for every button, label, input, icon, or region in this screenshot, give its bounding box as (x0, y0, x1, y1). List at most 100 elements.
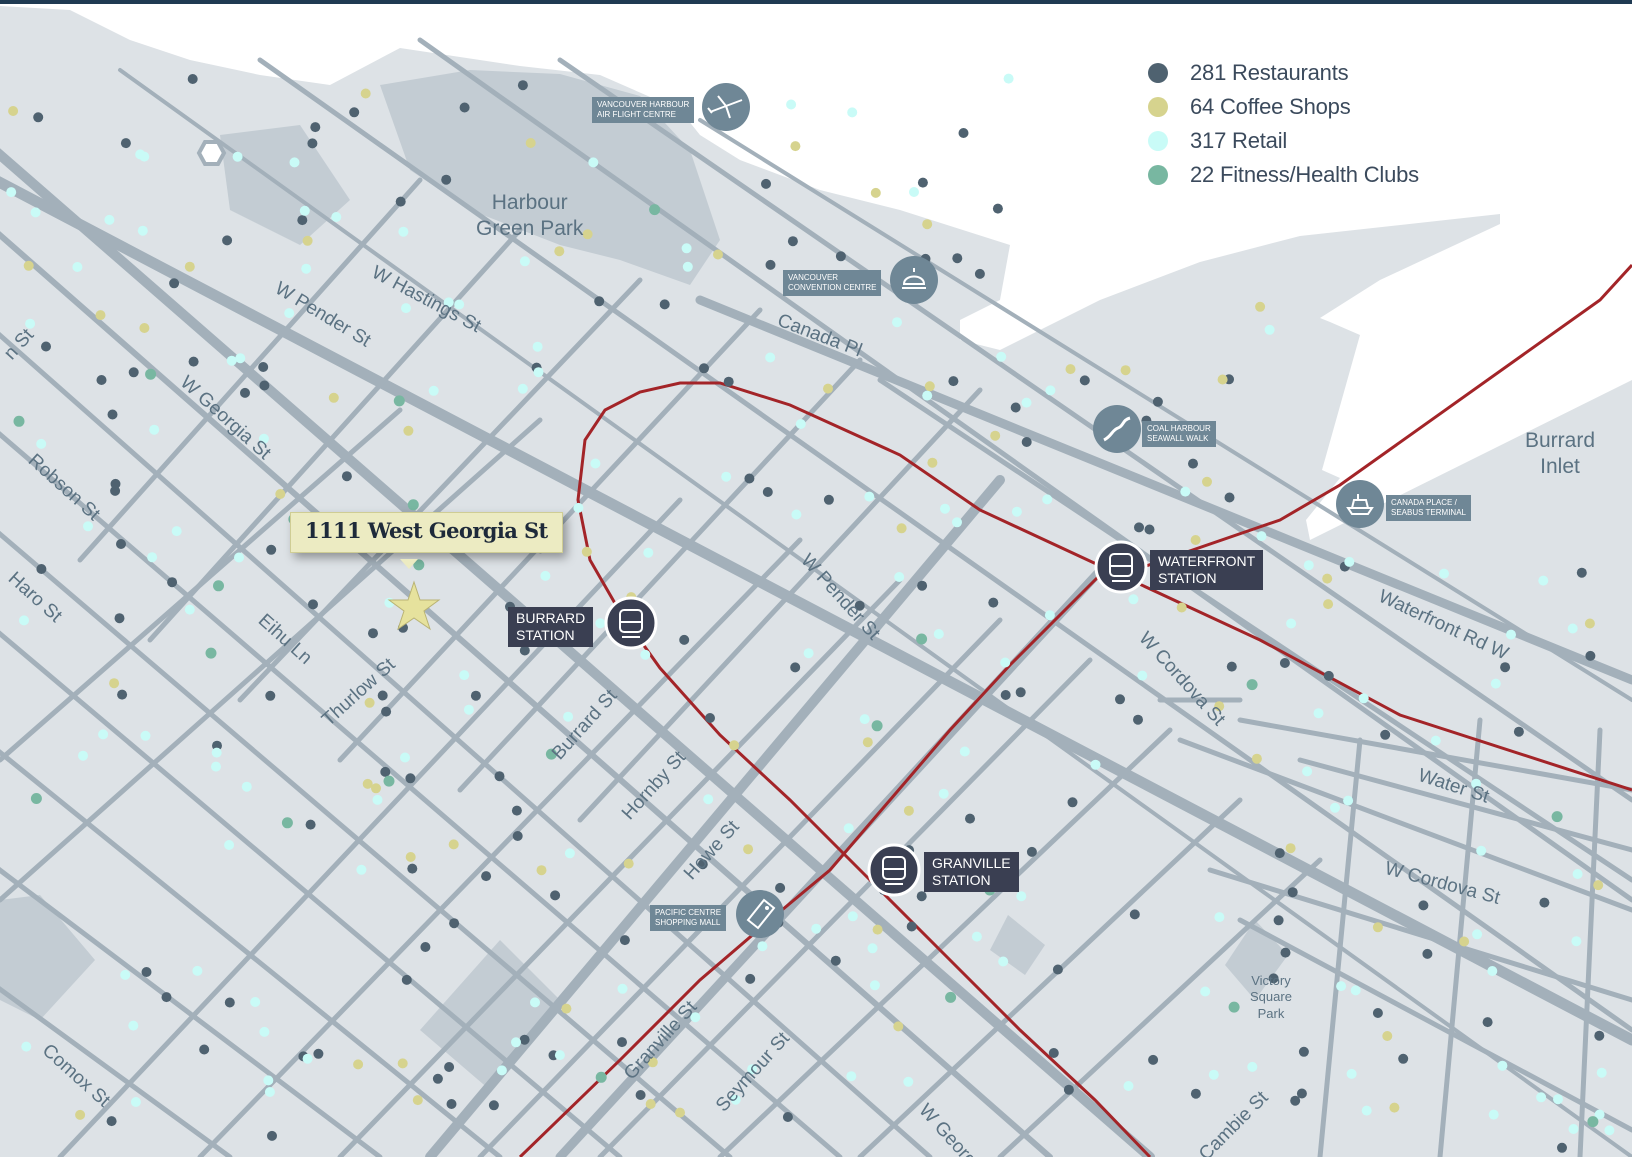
fitness-dot (407, 499, 419, 511)
restaurant-dot (1323, 670, 1334, 681)
street-segment (577, 387, 983, 823)
street-segment (0, 431, 843, 1157)
restaurant-dot (33, 112, 44, 123)
street-segment (0, 530, 733, 1157)
retail-dot (78, 750, 88, 761)
retail-dot (617, 983, 628, 994)
restaurant-dot (1010, 402, 1021, 413)
restaurant-dot (405, 773, 416, 784)
retail-dot (640, 649, 651, 660)
restaurant-dot (380, 766, 391, 777)
retail-dot (1264, 324, 1275, 335)
fitness-dot-icon (1148, 165, 1168, 185)
coffee-dot (893, 1021, 904, 1032)
restaurant-dot (1557, 1142, 1567, 1153)
retail-dot (1490, 678, 1501, 689)
retail-dot (1042, 494, 1053, 505)
restaurant-dot (550, 890, 561, 901)
retail-dot (356, 864, 367, 875)
restaurant-dot (1539, 897, 1550, 908)
restaurant-dot (368, 628, 378, 639)
retail-dot (786, 99, 797, 110)
retail-dot (72, 262, 83, 272)
restaurant-dot (313, 1048, 324, 1059)
retail-dot (224, 840, 235, 850)
street-segment (0, 176, 1632, 1046)
restaurant-dot (619, 935, 630, 946)
restaurant-dot (1372, 1008, 1383, 1018)
restaurant-dot (141, 967, 152, 977)
street-segment (695, 295, 1632, 685)
coffee-dot (581, 546, 592, 557)
retail-dot (496, 1065, 507, 1076)
restaurant-dot (188, 356, 199, 367)
restaurant-dot (1052, 964, 1063, 975)
restaurant-dot (854, 600, 865, 611)
restaurant-dot (481, 871, 492, 882)
retail-dot (938, 788, 949, 799)
retail-dot (791, 509, 802, 520)
restaurant-dot (1190, 1088, 1201, 1099)
coffee-dot (924, 381, 935, 392)
retail-dot (563, 711, 574, 722)
restaurant-dot (1500, 662, 1511, 673)
restaurant-dot (432, 1073, 443, 1084)
restaurant-dot (1268, 973, 1279, 984)
street-segment (1317, 737, 1363, 1157)
retail-dot (1200, 986, 1211, 997)
coffee-dot (1190, 535, 1201, 545)
retail-dot (867, 943, 878, 954)
restaurant-dot (782, 1112, 793, 1122)
retail-dot (1538, 575, 1549, 586)
restaurant-dot (265, 690, 276, 701)
waterfront-station-icon (1094, 540, 1148, 594)
restaurant-dot (161, 992, 172, 1003)
restaurant-dot (823, 494, 834, 505)
park-block-sw (0, 895, 95, 1020)
restaurant-dot (259, 380, 270, 391)
retail-dot (922, 390, 933, 401)
restaurant-dot (519, 1034, 530, 1045)
retail-dot (846, 1071, 857, 1082)
restaurant-dot (267, 1130, 277, 1141)
coffee-dot (75, 1109, 86, 1120)
fitness-dot (145, 368, 157, 380)
retail-dot (690, 1012, 701, 1023)
retail-dot (519, 256, 530, 267)
coffee-dot (1322, 573, 1333, 584)
waterfront-station-label: WATERFRONT STATION (1150, 550, 1264, 590)
coffee-dot (1120, 365, 1131, 376)
restaurant-dot (1273, 915, 1284, 926)
coffee-dot (790, 141, 801, 152)
restaurant-dot (775, 882, 786, 893)
coffee-dot (1382, 1031, 1393, 1041)
retail-dot (730, 1094, 741, 1105)
restaurant-dot (377, 690, 388, 701)
street-network (0, 37, 1632, 1157)
fitness-dot (871, 720, 883, 732)
retail-dot (1137, 670, 1148, 681)
coffee-dot (1202, 476, 1212, 487)
retail-dot (171, 526, 182, 537)
restaurant-dot (744, 473, 755, 484)
restaurant-dot (1021, 437, 1032, 447)
retail-dot (1358, 693, 1369, 704)
fitness-dot (213, 580, 224, 592)
fitness-dot (1228, 1001, 1240, 1013)
burrard-inlet-label: Burrard Inlet (1525, 429, 1596, 479)
retail-dot (682, 261, 693, 272)
retail-dot (864, 491, 875, 502)
coffee-dot (582, 229, 593, 240)
restaurant-dot (341, 471, 352, 482)
retail-dot (139, 151, 150, 162)
legend-item-coffee: 64 Coffee Shops (1148, 90, 1419, 124)
restaurant-dot (519, 645, 530, 656)
retail-dot (149, 424, 160, 435)
legend-label: 317 Retail (1190, 128, 1288, 153)
coffee-dot (927, 457, 938, 468)
restaurant-dot (1129, 909, 1140, 920)
restaurant-dot (401, 974, 412, 985)
granville-station-label: GRANVILLE STATION (924, 852, 1019, 892)
retail-dot (998, 956, 1009, 967)
